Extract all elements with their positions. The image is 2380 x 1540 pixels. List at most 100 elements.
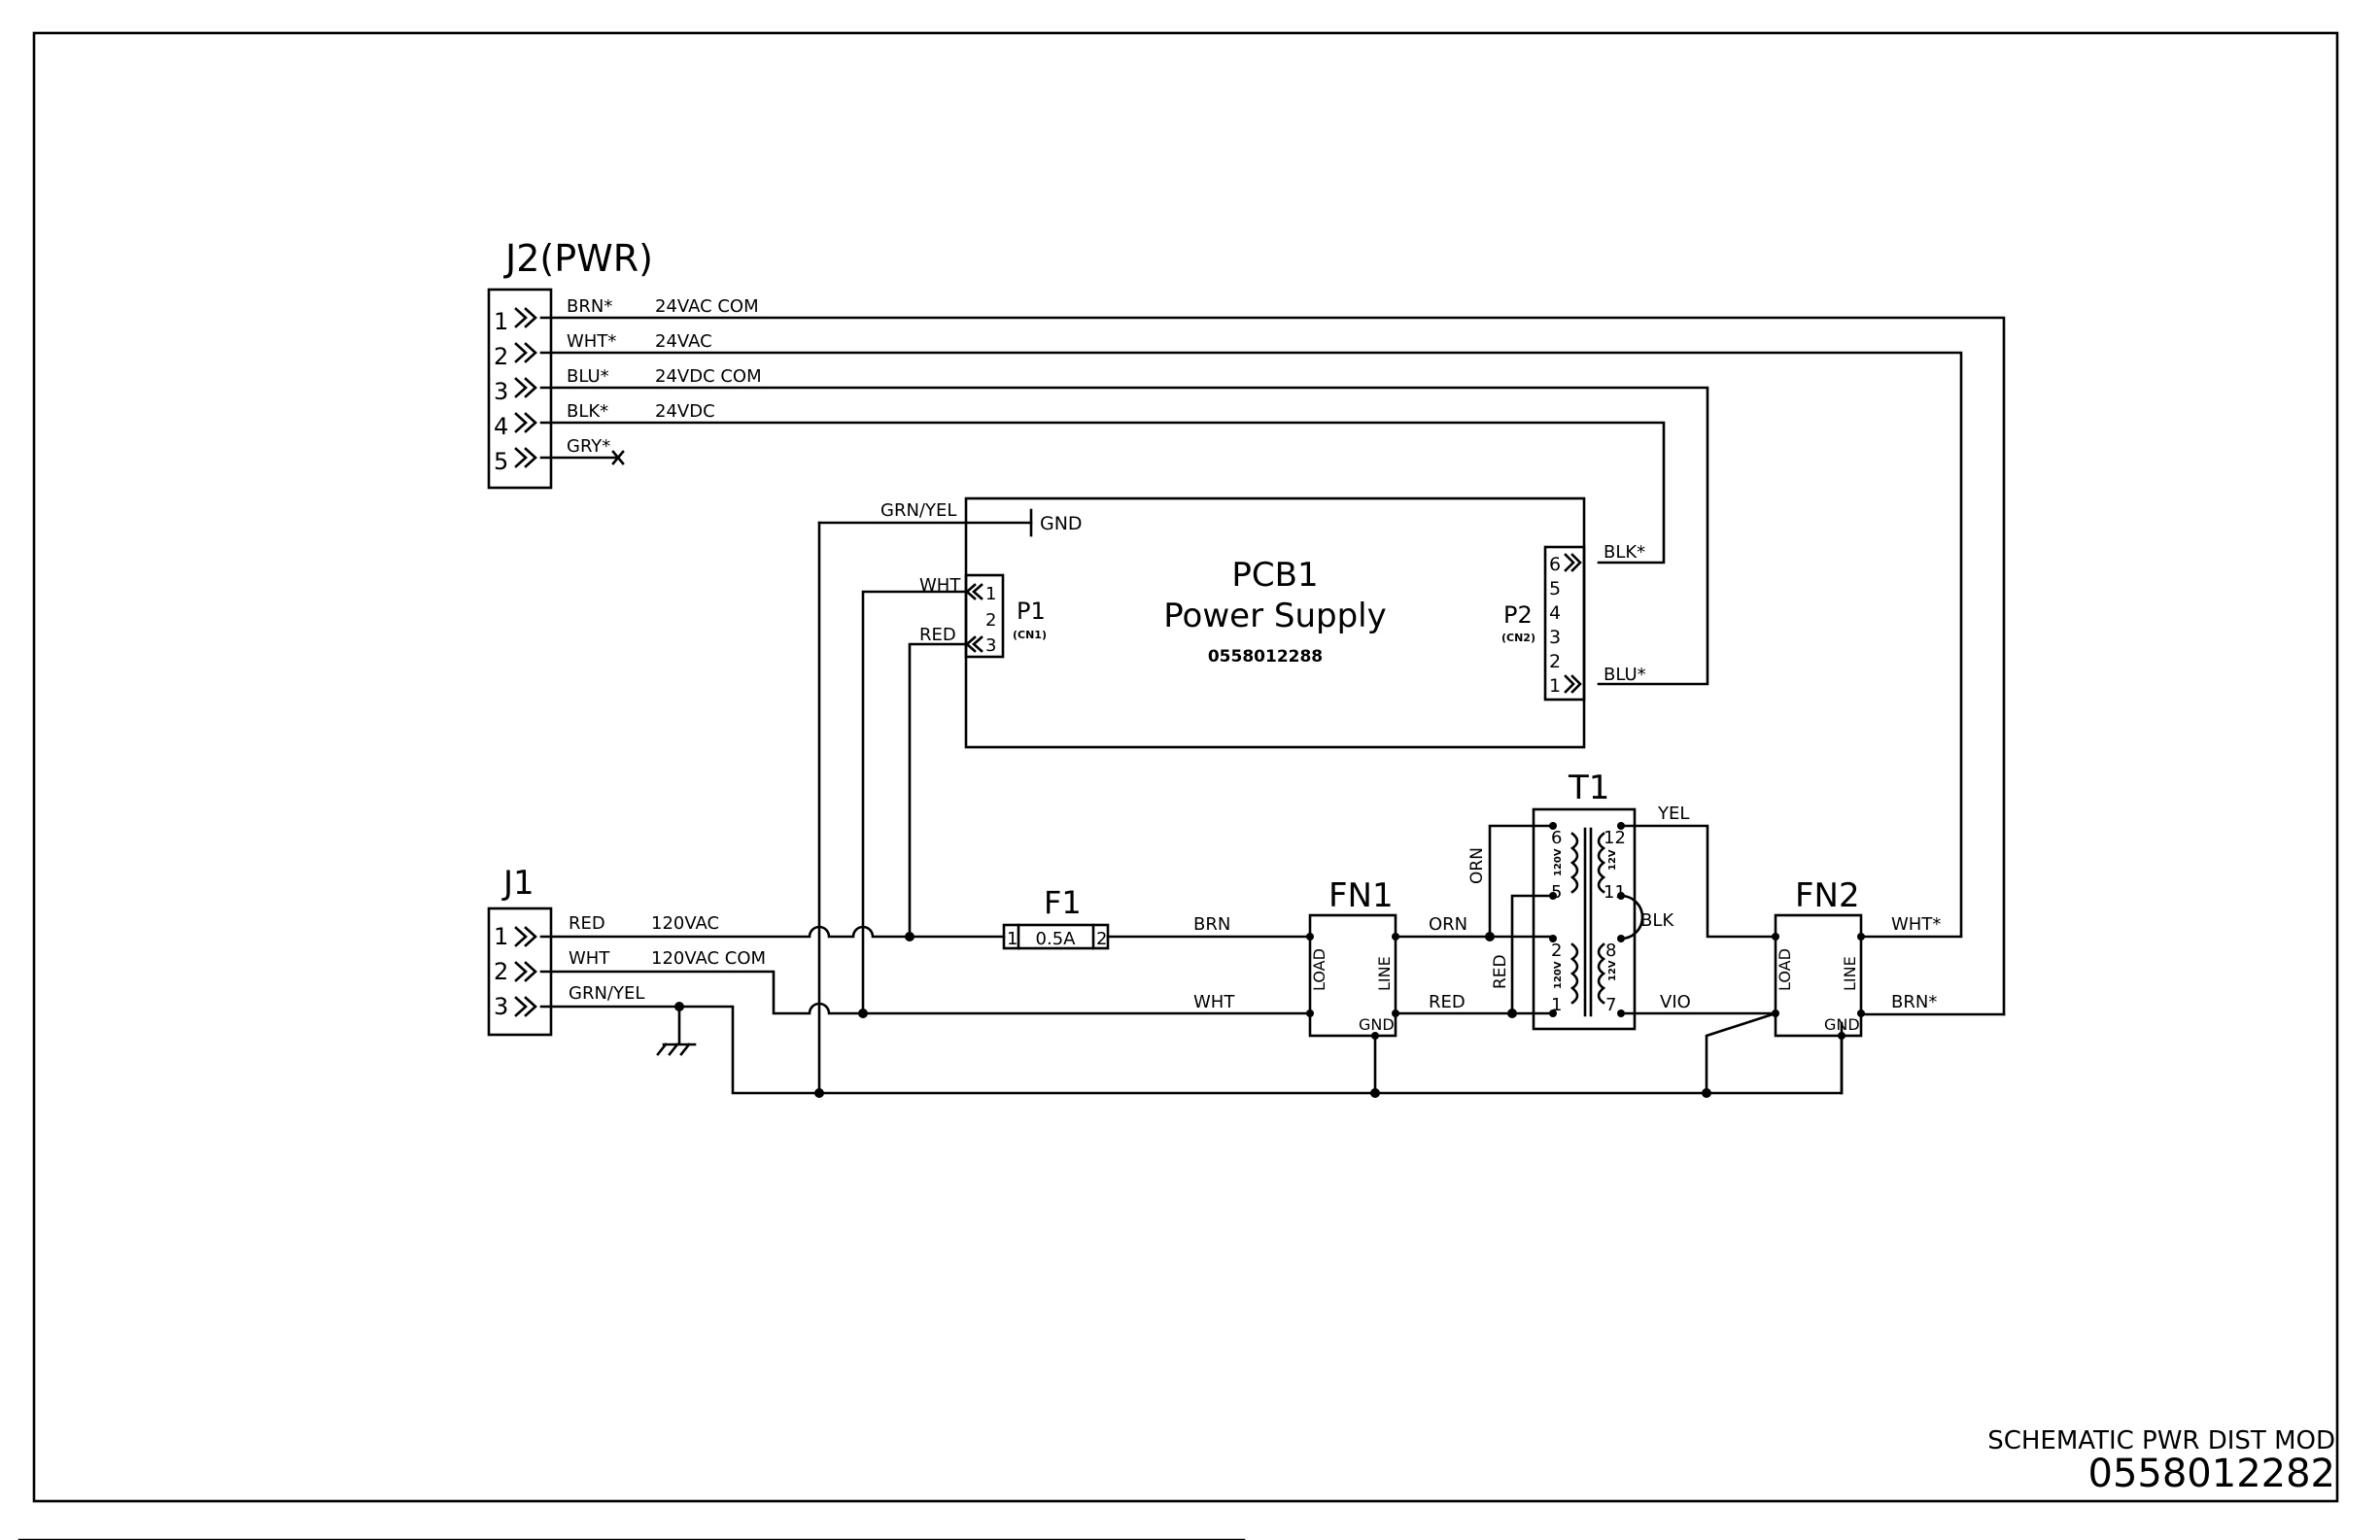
j1-wire-1-color: RED [569,913,605,934]
t1-body [1532,807,1637,1031]
fn2-terminal [1772,933,1779,941]
chassis-ground-icon [656,1004,697,1056]
fn2-line: LINE [1841,956,1859,991]
p1-ref: P1 [1017,598,1046,625]
t1-pin-dot [1549,822,1557,830]
junction-dot [858,1009,868,1018]
t1-pin-11: 11 [1604,882,1626,903]
filter-fn1: FN1 LOAD LINE GND [1306,876,1399,1040]
wire-yel-label: YEL [1657,804,1689,824]
j2-signal-2: 24VAC [655,331,712,352]
pcb1-name: Power Supply [1163,597,1386,635]
p2-pin-1: 1 [1549,675,1561,697]
t1-secondary-coil-upper [1597,832,1606,894]
wire-fn2-load-ground [1705,1011,1777,1095]
p2-pin-6: 6 [1549,554,1561,575]
j1-signal-2: 120VAC COM [651,948,766,969]
wire-yel [1619,824,1777,939]
wire-wht-label: WHT [1193,992,1235,1012]
j2-pin-1: 1 [494,308,508,335]
fn1-terminal [1306,1010,1314,1017]
t1-pin-2: 2 [1551,941,1562,961]
j2-pin-2: 2 [494,343,508,370]
t1-pin-dot [1549,935,1557,942]
pcb1-ref: PCB1 [1231,556,1318,595]
j2-ref: J2(PWR) [503,237,653,280]
j1-pin-3: 3 [494,993,508,1020]
fn2-terminal [1772,1010,1779,1017]
j1-pin-1: 1 [494,923,508,950]
pcb1-power-supply: PCB1 Power Supply 0558012288 GND GRN/YEL… [817,496,1646,749]
pcb1-gnd-wire-color: GRN/YEL [880,500,956,521]
t1-pin-5: 5 [1551,882,1562,903]
fn1-ref: FN1 [1328,876,1394,915]
transformer-t1: T1 6 5 2 1 12 11 8 7 120V 120V 12V 12V [1532,769,1637,1031]
wire-orn-label: ORN [1429,914,1467,935]
t1-pin-dot [1549,1010,1557,1017]
p2-pin-3: 3 [1549,627,1561,648]
j2-chevron-4 [514,412,537,433]
j2-chevron-3 [514,377,537,398]
p1-chevron-3 [965,635,983,653]
wire-120vac-red [539,925,1006,939]
t1-pin-7: 7 [1605,995,1616,1015]
t1-pin-12: 12 [1604,828,1626,848]
f1-ref: F1 [1044,884,1082,921]
p2-pin-5: 5 [1549,578,1561,599]
p1-housing [964,573,1005,659]
fn2-gnd: GND [1824,1015,1860,1034]
wire-24vdc-com [539,386,1709,686]
wire-24vac [539,351,1963,938]
j2-pin-5: 5 [494,448,508,475]
p1-pin-3: 3 [985,635,996,656]
j1-chevron-1 [514,926,537,947]
wire-orn-vertical-label: ORN [1467,847,1487,884]
wire-blk-label: BLK [1640,910,1674,931]
wire-fn2-brn-label: BRN* [1891,992,1937,1012]
t1-primary-coil-upper [1569,832,1579,894]
wire-120vac-com-wht [539,970,1312,1015]
wire-red-label: RED [1429,992,1466,1012]
t1-pin-dot [1549,892,1557,900]
j1-connector: J1 1 2 3 RED WHT GRN/YEL 120VAC 120VAC C… [487,864,766,1056]
t1-pin-1: 1 [1551,995,1562,1015]
t1-primary-lower-rating: 120V [1553,961,1564,989]
j2-signal-3: 24VDC COM [655,366,762,387]
fn1-line: LINE [1375,956,1394,991]
j2-pin-4: 4 [494,413,508,440]
junction-dot [1507,1009,1517,1018]
p2-sub: (CN2) [1501,632,1535,644]
j2-connector: J2(PWR) 1 2 3 4 5 BRN* WHT* BLU* BLK* GR… [487,237,762,490]
t1-pin-8: 8 [1605,941,1616,961]
j2-signal-4: 24VDC [655,401,715,422]
j1-chevron-2 [514,961,537,982]
wire-jumper-blk [1619,894,1644,941]
fn1-body [1308,913,1397,1038]
wire-24vdc [539,421,1666,565]
p2-wire-blk: BLK* [1604,542,1645,563]
fn1-load: LOAD [1310,948,1328,991]
t1-ref: T1 [1568,769,1609,807]
p2-pin-4: 4 [1549,602,1561,624]
wire-jumper-orn [1488,824,1555,939]
wire-24vac-com [539,316,2006,1016]
j2-wire-5-color: GRY* [567,436,610,457]
drawing-border [32,31,2339,1503]
fn2-ref: FN2 [1795,876,1860,915]
fn1-terminal [1306,933,1314,941]
j1-chevron-3 [514,996,537,1017]
j1-wire-3-color: GRN/YEL [569,983,644,1004]
wire-fn2-wht-label: WHT* [1891,914,1941,935]
j2-signal-1: 24VAC COM [655,296,759,317]
pcb1-gnd-label: GND [1040,513,1083,534]
junction-dot [674,1002,684,1011]
title-block-title: SCHEMATIC PWR DIST MOD [1987,1426,2335,1455]
p2-pin-2: 2 [1549,651,1561,672]
wire-jumper-red [1510,894,1555,1015]
j2-wire-3-color: BLU* [567,366,609,387]
wire-red-vertical-label: RED [1491,954,1510,989]
t1-primary-coil-lower [1569,942,1579,1005]
j2-pin-3: 3 [494,378,508,405]
j2-wire-4-color: BLK* [567,401,608,422]
j1-signal-1: 120VAC [651,913,719,934]
